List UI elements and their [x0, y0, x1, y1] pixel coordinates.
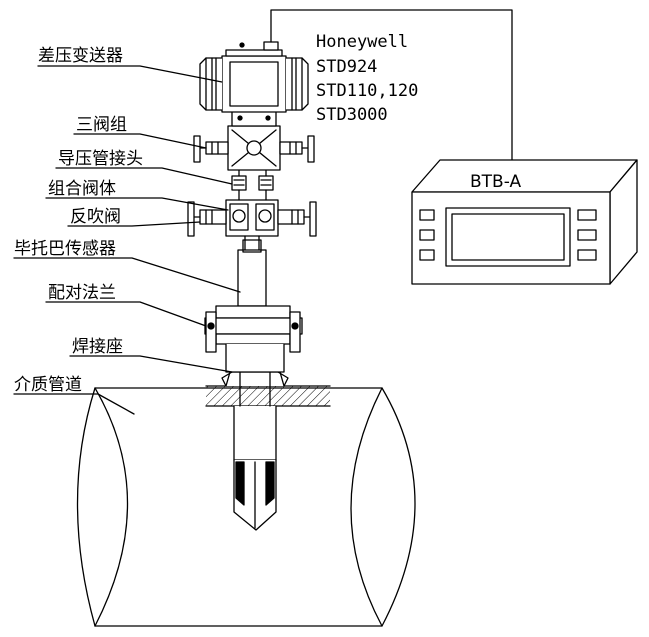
label-medium-pipe: 介质管道 — [14, 375, 82, 395]
label-blowback-valve: 反吹阀 — [70, 207, 121, 227]
combined-valve-body — [187, 199, 317, 251]
label-mating-flange: 配对法兰 — [48, 283, 116, 303]
label-combined-valve-body: 组合阀体 — [48, 179, 116, 199]
pitot-probe — [233, 239, 277, 531]
label-impulse-tube-joint: 导压管接头 — [58, 149, 143, 169]
label-three-valve-manifold: 三阀组 — [76, 115, 127, 135]
dp-transmitter — [199, 41, 309, 127]
three-valve-manifold — [193, 125, 315, 171]
btb-a-display-unit — [411, 159, 638, 285]
label-dp-transmitter: 差压变送器 — [38, 46, 123, 66]
signal-cable — [270, 9, 513, 161]
transmitter-model-2: STD110,120 — [316, 81, 418, 101]
leader-lines — [13, 65, 241, 415]
impulse-tube-joint — [231, 169, 274, 201]
weld-seat — [205, 367, 331, 407]
transmitter-brand: Honeywell — [316, 32, 408, 52]
transmitter-model-1: STD924 — [316, 57, 377, 77]
mating-flange — [204, 305, 303, 373]
transmitter-model-3: STD3000 — [316, 105, 388, 125]
label-weld-seat: 焊接座 — [72, 337, 123, 357]
display-unit-name: BTB-A — [470, 172, 521, 192]
label-pitot-sensor: 毕托巴传感器 — [14, 239, 116, 259]
